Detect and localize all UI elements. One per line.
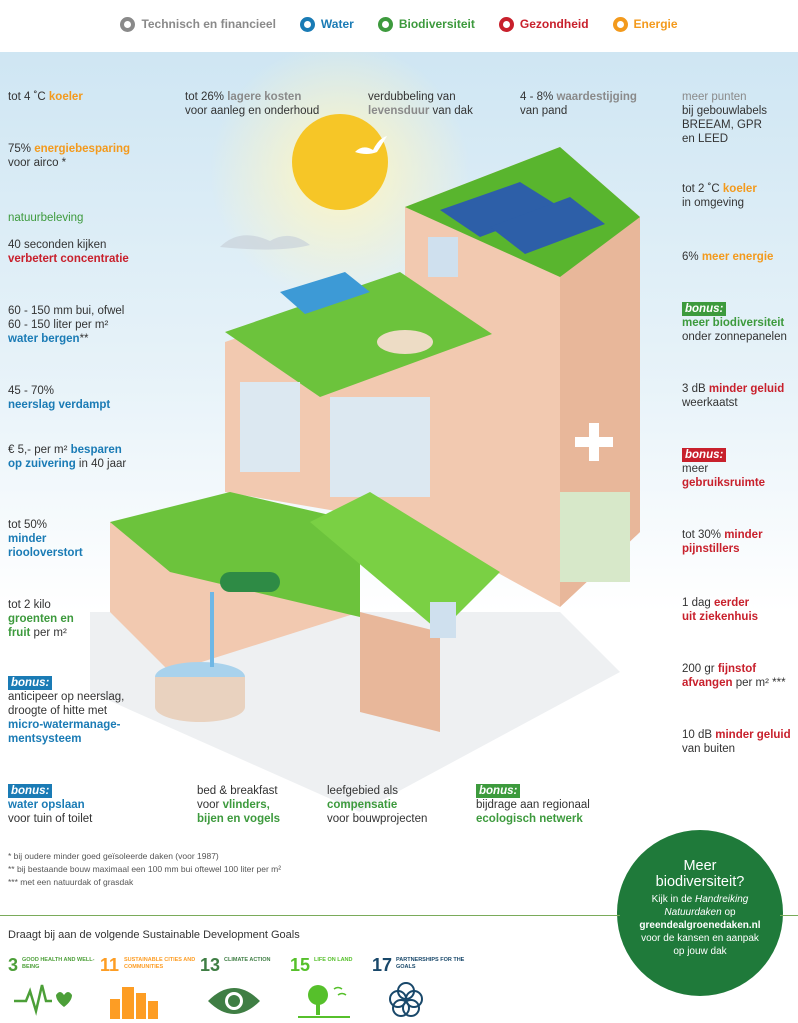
footnote: * bij oudere minder goed geïsoleerde dak… (8, 851, 219, 861)
legend-label: Water (320, 17, 354, 31)
label-concentration: 40 seconden kijken verbetert concentrati… (8, 239, 129, 265)
solar-panel-icon (440, 182, 560, 237)
illustration: tot 4 ˚C koeler tot 26% lagere kosten vo… (0, 52, 798, 892)
legend-label: Energie (633, 17, 678, 31)
label-building-labels: meer punten bij gebouwlabels BREEAM, GPR… (682, 91, 768, 145)
legend-item-water: Water (299, 16, 354, 32)
label-more-energy: 6% meer energie (682, 251, 774, 263)
label-energy-saving: 75% energiebesparing voor airco * (8, 143, 131, 169)
label-vegetables: tot 2 kilo groenten en fruit per m² (8, 599, 74, 639)
legend-label: Gezondheid (519, 17, 589, 31)
legend-item-health: Gezondheid (498, 16, 589, 32)
label-cooler-4: tot 4 ˚C koeler (8, 91, 83, 103)
water-drop-icon (299, 16, 315, 32)
footnotes: * bij oudere minder goed geïsoleerde dak… (8, 850, 281, 889)
label-micro-water: bonus: anticipeer op neerslag, droogte o… (8, 676, 125, 745)
pond-icon (280, 272, 370, 314)
label-value-increase: 4 - 8% waardestijging van pand (520, 91, 637, 117)
divider (780, 915, 798, 916)
eye-globe-icon (208, 988, 260, 1014)
sdg-title: Draagt bij aan de volgende Sustainable D… (8, 929, 300, 941)
sun-icon (612, 16, 628, 32)
rings-icon (389, 982, 423, 1017)
building-illustration (0, 52, 798, 812)
heartbeat-icon (14, 984, 72, 1016)
footnote: ** bij bestaande bouw maximaal een 100 m… (8, 864, 282, 874)
heart-icon (498, 16, 514, 32)
label-sewer-overflow: tot 50% minder riooloverstort (8, 519, 83, 559)
promo-link[interactable]: greendealgroenedaken.nl (639, 920, 761, 931)
city-icon (110, 987, 158, 1019)
sun-icon (292, 114, 388, 210)
sdg-11: 11 Sustainable cities and communities (100, 955, 195, 1021)
leaf-icon (377, 16, 393, 32)
label-bed-breakfast: bed & breakfast voor vlinders, bijen en … (197, 785, 281, 825)
legend-item-tech: Technisch en financieel (120, 16, 276, 32)
label-noise-10db: 10 dB minder geluid van buiten (682, 729, 791, 755)
label-painkillers: tot 30% minder pijnstillers (682, 529, 763, 555)
label-fine-dust: 200 gr fijnstof afvangen per m² *** (682, 663, 786, 689)
label-water-storage: bonus: water opslaan voor tuin of toilet (8, 784, 93, 825)
sdg-3: 3 Good health and well-being (8, 955, 100, 1021)
label-lifespan: verdubbeling van levensduur van dak (368, 91, 473, 117)
label-usable-space: bonus: meer gebruiksruimte (682, 448, 766, 489)
legend-item-energy: Energie (612, 16, 678, 32)
sdg-13: 13 Climate action (200, 955, 292, 1021)
label-bio-solar: bonus: meer biodiversiteit onder zonnepa… (682, 302, 787, 343)
label-rain-storage: 60 - 150 mm bui, ofwel 60 - 150 liter pe… (8, 305, 125, 345)
legend: Technisch en financieel Water Biodiversi… (0, 0, 798, 48)
divider (0, 915, 620, 916)
sdg-17: 17 Partnerships for the goals (372, 955, 464, 1021)
label-cooler-2: tot 2 ˚C koeler in omgeving (682, 183, 757, 209)
sdg-15: 15 Life on land (290, 955, 382, 1021)
footnote: *** met een natuurdak of grasdak (8, 877, 134, 887)
label-lower-costs: tot 26% lagere kosten voor aanleg en ond… (185, 91, 320, 117)
tree-icon (298, 985, 350, 1018)
label-purification-saving: € 5,- per m² besparen op zuivering in 40… (8, 444, 127, 470)
label-hospital: 1 dag eerder uit ziekenhuis (682, 597, 759, 623)
legend-item-bio: Biodiversiteit (377, 16, 475, 32)
euro-icon (120, 16, 136, 32)
solar-panel-icon (490, 197, 605, 254)
label-eco-network: bonus: bijdrage aan regionaal ecologisch… (476, 784, 590, 825)
cross-icon (575, 423, 613, 461)
promo-text: Kijk in de Handreiking Natuurdaken op (651, 894, 749, 918)
label-habitat: leefgebied als compensatie voor bouwproj… (327, 785, 428, 825)
bird-icon (355, 136, 387, 154)
legend-label: Technisch en financieel (141, 17, 276, 31)
label-noise-3db: 3 dB minder geluid weerkaatst (682, 383, 785, 409)
label-nature-experience: natuurbeleving (8, 212, 84, 224)
label-evaporation: 45 - 70% neerslag verdampt (8, 385, 111, 411)
legend-label: Biodiversiteit (398, 17, 475, 31)
